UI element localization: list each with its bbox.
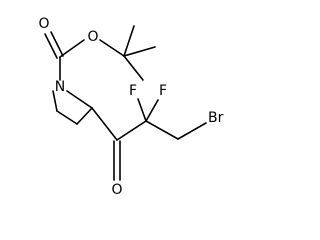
bond-tbu-methyl-top xyxy=(123,25,135,57)
bond-cf2-ch2 xyxy=(145,120,179,140)
atom-fluorine-right: F xyxy=(159,83,167,99)
bond-ester-o-tbu xyxy=(99,39,125,57)
bond-carbonyl-ester-o xyxy=(59,39,85,58)
bond-boc-carbonyl-double-a xyxy=(44,33,58,59)
bond-ring-c4-n xyxy=(52,90,58,112)
bond-cf2-f-right xyxy=(145,99,159,122)
atom-bromine: Br xyxy=(208,110,224,126)
bond-cf2-f-left xyxy=(137,98,147,122)
bond-ring-c3-c4 xyxy=(56,110,78,125)
atom-nitrogen-ring: N xyxy=(55,79,65,95)
bond-ring-ketone xyxy=(91,107,118,141)
chemical-structure: O O N F F Br O xyxy=(38,16,223,198)
bond-ring-c2-c3 xyxy=(76,107,93,125)
bond-boc-carbonyl-double-b xyxy=(50,31,64,57)
bond-ring-n-c2 xyxy=(66,90,93,109)
bond-ch2-br xyxy=(177,122,207,140)
atom-fluorine-left: F xyxy=(129,83,137,99)
atom-labels: O O N F F Br O xyxy=(38,16,223,198)
bond-tbu-methyl-right xyxy=(123,46,156,57)
bond-ketone-cf2 xyxy=(116,120,147,141)
atom-oxygen-ketone: O xyxy=(111,182,122,198)
atom-oxygen-ester: O xyxy=(87,29,98,45)
bond-tbu-methyl-bottom xyxy=(123,55,144,81)
bonds xyxy=(44,25,207,181)
atom-oxygen-carbonyl: O xyxy=(38,16,49,32)
